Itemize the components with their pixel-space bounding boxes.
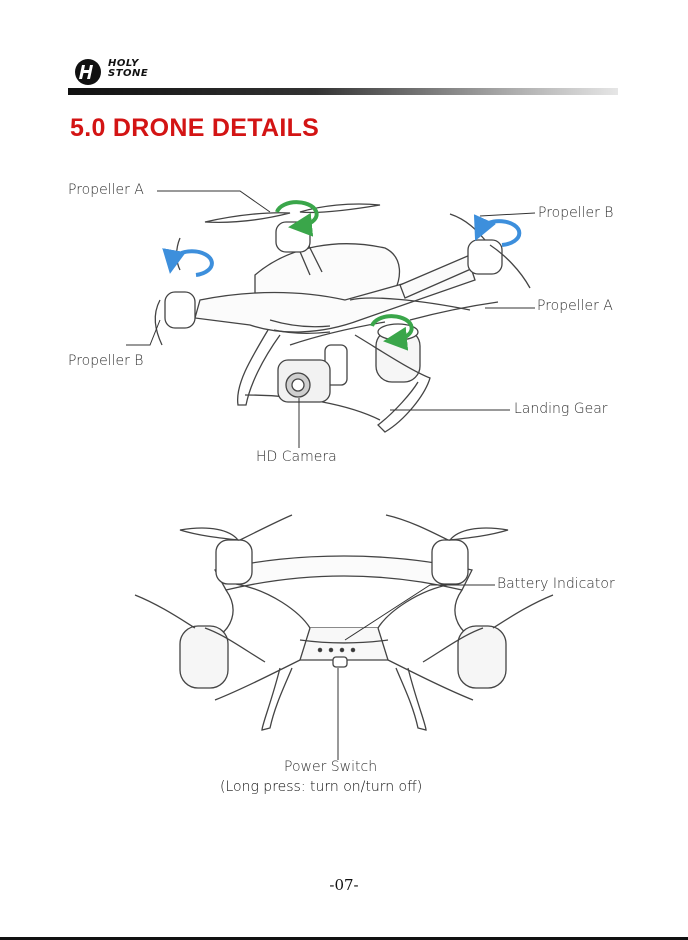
label-propeller-a-right: Propeller A — [537, 298, 613, 314]
label-propeller-b-left: Propeller B — [68, 353, 143, 369]
page-number: -07- — [0, 876, 688, 894]
label-propeller-b-top: Propeller B — [538, 205, 613, 221]
label-landing-gear: Landing Gear — [514, 401, 608, 417]
label-propeller-a-top: Propeller A — [68, 182, 144, 198]
label-power-switch: Power Switch — [284, 759, 377, 775]
label-power-switch-note: (Long press: turn on/turn off) — [220, 779, 422, 795]
label-battery-indicator: Battery Indicator — [497, 576, 615, 592]
label-hd-camera: HD Camera — [256, 449, 337, 465]
